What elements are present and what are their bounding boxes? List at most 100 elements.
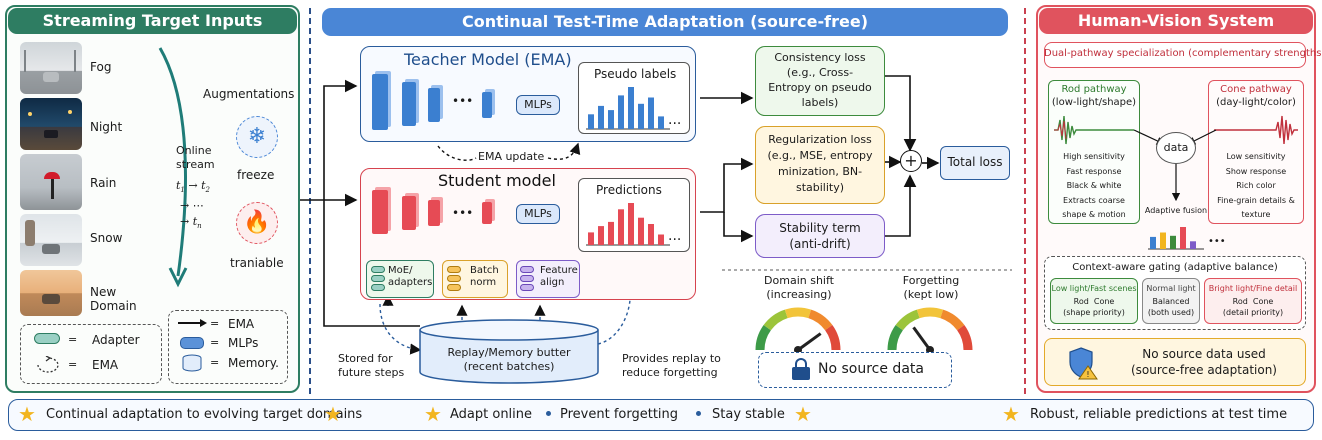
cone-signal-icon [1214, 115, 1298, 145]
gating-bright-light-title: Bright light/Fine detail [1208, 284, 1298, 293]
adapter-stack-icon [371, 266, 385, 294]
rain-label: Rain [90, 176, 117, 190]
student-block [482, 202, 492, 224]
trainable-label: traniable [230, 256, 284, 270]
cone-traits: Low sensitivity Show response Rich color… [1217, 152, 1295, 219]
pseudo-labels-chart [586, 87, 670, 130]
moe-adapters-label: MoE/ adapters [388, 265, 433, 288]
sum-node: + [900, 150, 922, 172]
dual-pathway-label: Dual-pathway specialization (complementa… [1044, 48, 1322, 59]
replay-memory-cylinder [419, 319, 599, 384]
rod-pathway-title: Rod pathway [1061, 84, 1127, 95]
flame-icon: 🔥 [236, 202, 278, 244]
chart-bar [608, 221, 614, 245]
ema-loop-icon [37, 356, 59, 373]
lock-icon [792, 358, 810, 380]
bottom-item-robust: Robust, reliable predictions at test tim… [1030, 407, 1288, 422]
gating-normal-light [1142, 278, 1200, 324]
pseudo-labels-title: Pseudo labels [594, 67, 677, 81]
feature-align-icon [520, 266, 534, 294]
bullet-dot [546, 411, 551, 416]
chart-bar [588, 114, 594, 129]
batch-norm-icon [447, 266, 461, 294]
fusion-dots: ••• [1208, 236, 1226, 247]
domain-shift-gauge [755, 307, 841, 352]
teacher-dots: ••• [452, 94, 474, 108]
forgetting-gauge [887, 307, 973, 352]
legend-box-left [20, 324, 162, 384]
night-road-scene [20, 98, 82, 150]
shield-warning-icon: ! [1068, 346, 1098, 380]
desert-road-scene [20, 270, 82, 316]
gating-normal-light-title: Normal light [1146, 284, 1196, 293]
star-icon: ★ [1002, 402, 1020, 426]
total-loss-label: Total loss [947, 155, 1003, 169]
augmentations-label: Augmentations [203, 87, 295, 101]
chart-bar [628, 87, 634, 129]
student-encoder: ••• [372, 190, 502, 240]
mlps-legend-eq: = [210, 336, 220, 349]
chart-bar [598, 226, 604, 245]
gauge-needle [912, 326, 932, 351]
adaptive-fusion-label: Adaptive fusion [1144, 206, 1208, 215]
student-model-title: Student model [438, 171, 556, 190]
no-source-banner-label: No source data used (source-free adaptat… [1130, 347, 1277, 377]
chart-bar [1180, 227, 1186, 249]
bullet-dot [696, 411, 701, 416]
stored-label: Stored for future steps [338, 352, 405, 379]
student-block [402, 196, 416, 230]
mlps-legend-label: MLPs [228, 336, 259, 350]
teacher-model-title: Teacher Model (EMA) [404, 50, 572, 69]
student-block [372, 190, 388, 234]
consistency-loss-label: Consistency loss (e.g., Cross- Entropy o… [768, 51, 872, 109]
ema-legend-eq: = [68, 358, 78, 371]
chart-bar [638, 103, 644, 129]
regularization-loss-label: Regularization loss (e.g., MSE, entropy … [767, 133, 873, 194]
gauge-segment [895, 309, 920, 331]
chart-bar [628, 203, 634, 245]
batch-norm-label: Batch norm [470, 265, 499, 288]
rod-signal-icon [1054, 115, 1134, 145]
streaming-inputs-title: Streaming Target Inputs [8, 8, 297, 34]
online-stream-label: Online stream [176, 144, 215, 171]
gauge-segment [755, 325, 772, 351]
new-domain-label: New Domain [90, 285, 137, 313]
arrow-ema-legend-eq: = [210, 317, 220, 330]
fog-road-scene [20, 42, 82, 94]
bottom-item-adapt-online: Adapt online [450, 407, 533, 422]
feature-align-label: Feature align [540, 265, 578, 288]
memory-legend-label: Memory. [228, 356, 279, 370]
gating-normal-light-body: Balanced (both used) [1147, 297, 1195, 317]
night-label: Night [90, 120, 123, 134]
chart-bar [1190, 241, 1196, 249]
adapter-legend-label: Adapter [92, 333, 140, 347]
memory-legend-eq: = [210, 356, 220, 369]
gating-title: Context-aware gating (adaptive balance) [1072, 262, 1278, 273]
human-vision-title: Human-Vision System [1039, 8, 1313, 34]
rod-pathway-sub: (low-light/shape) [1051, 97, 1137, 108]
gating-low-light [1050, 278, 1138, 324]
gauge-segment [887, 325, 904, 351]
stream-arrow [158, 47, 188, 288]
chart-bar [648, 224, 654, 245]
predictions-title: Predictions [596, 183, 662, 197]
gauge-hub [926, 346, 934, 352]
snow-label: Snow [90, 231, 123, 245]
chart-bar [638, 217, 644, 245]
gauge-segment [763, 309, 788, 331]
chart-bar [1160, 232, 1166, 249]
freeze-label: freeze [237, 168, 275, 182]
cone-pathway-sub: (day-light/color) [1216, 97, 1296, 108]
gating-low-light-body: Rod Cone (shape priority) [1063, 297, 1125, 317]
no-source-data-box [758, 352, 952, 388]
ctta-title: Continual Test-Time Adaptation (source-f… [322, 8, 1008, 36]
cone-pathway-title: Cone pathway [1220, 84, 1292, 95]
fusion-chart [1148, 227, 1204, 250]
chart-bar [658, 116, 664, 129]
domain-shift-label: Domain shift (increasing) [764, 274, 834, 301]
gating-bright-light-body: Rod Cone (detail priority) [1222, 297, 1284, 317]
adapter-legend-eq: = [68, 333, 78, 346]
arrow-legend-icon [178, 319, 207, 327]
chart-bar [608, 110, 614, 129]
regularization-loss-box [755, 126, 885, 204]
